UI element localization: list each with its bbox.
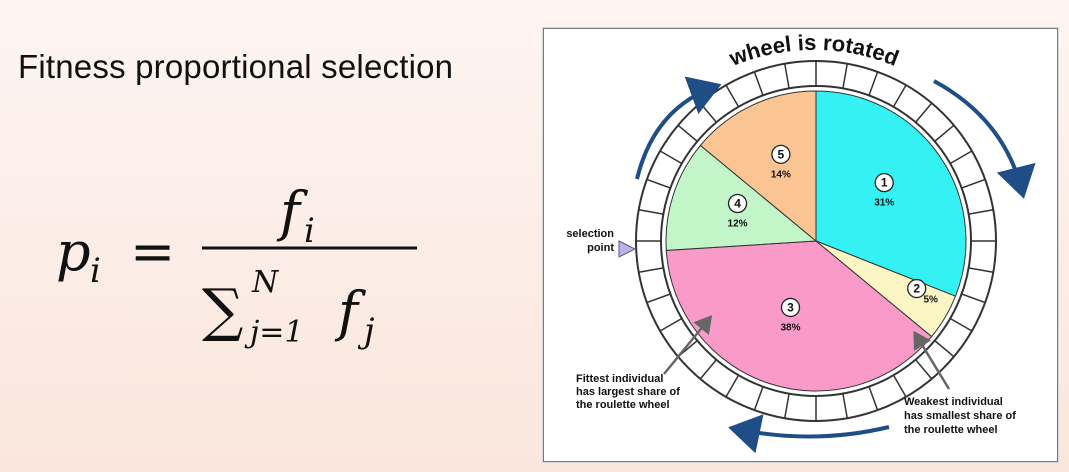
formula-denominator: f [334, 280, 366, 343]
ring-segment-divider [677, 124, 698, 142]
ring-segment-divider [753, 386, 764, 411]
selection-point-marker [618, 240, 637, 258]
ring-segment-divider [868, 386, 879, 411]
ring-segment-divider [659, 317, 683, 332]
ring-segment-divider [915, 359, 933, 380]
ring-segment-divider [868, 71, 879, 96]
ring-segment-divider [699, 359, 717, 380]
slice-number-badge-2 [907, 278, 927, 299]
roulette-wheel-diagram: wheel is rotated 131%25%338%412%514% sel… [566, 30, 1036, 454]
weakest-label-1: Weakest individual [904, 396, 1003, 408]
weakest-label-3: the roulette wheel [904, 424, 998, 436]
ring-segment-divider [968, 209, 994, 215]
ring-segment-divider [659, 150, 683, 165]
formula-numerator-sub: i [304, 211, 315, 251]
formula-sum-symbol: ∑ [202, 276, 243, 344]
slice-number-3: 3 [787, 300, 794, 314]
ring-segment-divider [934, 340, 955, 358]
formula-lhs-sub: i [90, 251, 101, 291]
pie-slice-3 [665, 240, 933, 392]
ring-segment-divider [892, 84, 907, 108]
ring-segment-divider [725, 84, 740, 108]
slice-number-badge-3 [780, 297, 801, 318]
ring-segment-divider [949, 317, 973, 332]
slide-title: Fitness proportional selection [18, 48, 454, 85]
wheel-slices [665, 90, 967, 392]
slice-percent-2: 5% [923, 295, 938, 306]
ring-segment-divider [934, 124, 955, 142]
slice-percent-5: 14% [771, 169, 791, 180]
slice-number-4: 4 [734, 197, 741, 211]
ring-segment-divider [968, 267, 994, 273]
fittest-pointer [663, 315, 713, 375]
rotation-arrow-bottom [728, 414, 890, 454]
formula-lhs: p [56, 220, 91, 283]
slice-number-badge-4 [727, 193, 748, 214]
formula-equals: = [130, 220, 175, 283]
slice-number-2: 2 [913, 282, 920, 296]
slice-number-badge-1 [874, 172, 894, 193]
slice-number-badge-5 [771, 144, 791, 165]
fittest-label-1: Fittest individual [576, 373, 663, 385]
ring-segment-divider [725, 374, 740, 398]
ring-segment-divider [842, 393, 848, 419]
ring-segment-divider [915, 102, 933, 123]
rotation-arrow-top-right [933, 79, 1036, 199]
formula-sum-upper: N [251, 265, 280, 300]
ring-segment-divider [638, 209, 664, 215]
ring-segment-divider [638, 267, 664, 273]
wheel-slice-labels: 1 31% 25% 3 38% 4 12% 5 14% [727, 144, 938, 333]
fittest-label-3: the roulette wheel [576, 399, 670, 411]
slice-percent-4: 12% [728, 219, 748, 230]
ring-segment-divider [784, 393, 790, 419]
ring-segment-divider [753, 71, 764, 96]
ring-segment-divider [784, 63, 790, 89]
ring-segment-divider [949, 150, 973, 165]
ring-segment-divider [961, 178, 986, 189]
slice-number-5: 5 [778, 147, 785, 161]
formula-denominator-sub: j [357, 311, 375, 351]
slice-percent-3: 38% [780, 322, 800, 333]
ring-segment-divider [646, 293, 671, 304]
ring-segment-divider [892, 374, 907, 398]
probability-formula: p i = f i ∑ N j=1 f j [56, 180, 417, 351]
pie-slice-1 [815, 90, 967, 297]
slice-number-1: 1 [881, 176, 888, 190]
ring-segment-divider [842, 63, 848, 89]
fittest-label-2: has largest share of [576, 386, 680, 398]
ring-segment-divider [646, 178, 671, 189]
weakest-pointer [913, 330, 951, 390]
slice-percent-1: 31% [874, 198, 894, 209]
weakest-label-2: has smallest share of [904, 410, 1016, 422]
selection-point-label-1: selection [566, 228, 614, 240]
formula-sum-lower: j=1 [244, 315, 304, 350]
rotation-arrow-top-left [635, 76, 722, 180]
ring-segment-divider [961, 293, 986, 304]
selection-point-label-2: point [587, 242, 614, 254]
pie-slice-5 [699, 90, 817, 243]
